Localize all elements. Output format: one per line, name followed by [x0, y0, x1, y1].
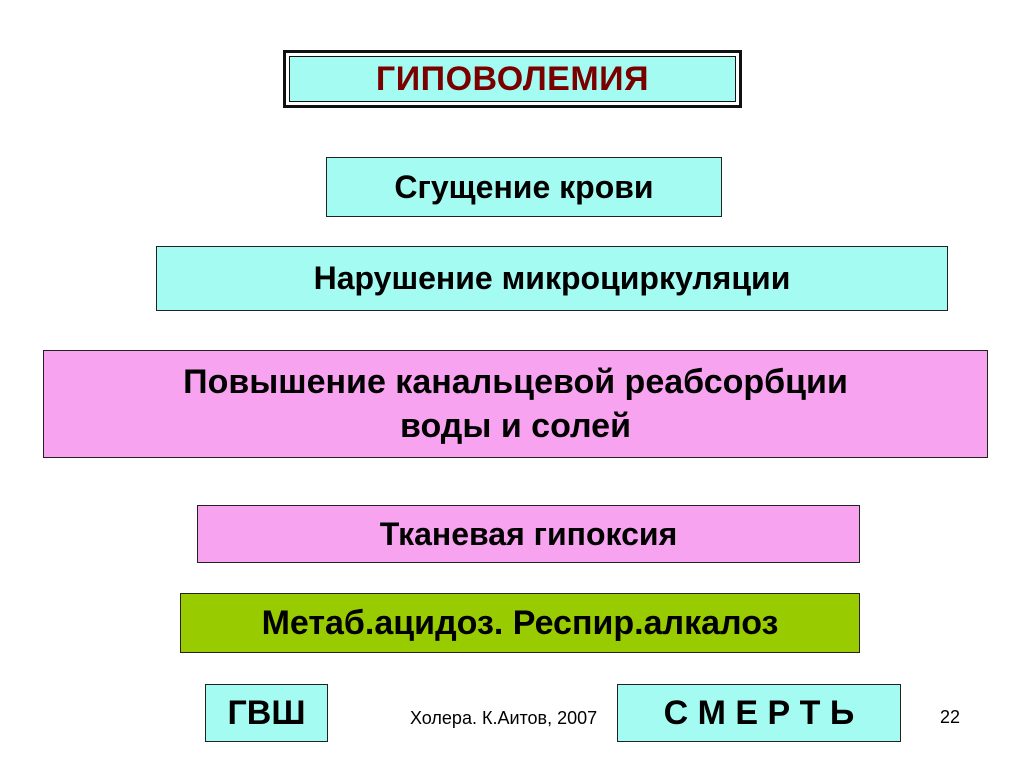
- acidosis-alkalosis-box: Метаб.ацидоз. Респир.алкалоз: [180, 593, 860, 653]
- title-frame: ГИПОВОЛЕМИЯ: [283, 50, 742, 108]
- footer-caption: Холера. К.Аитов, 2007: [410, 708, 598, 728]
- page-number: 22: [940, 707, 961, 727]
- reabsorption-box: Повышение канальцевой реабсорбции воды и…: [43, 350, 988, 458]
- death-label: С М Е Р Т Ь: [663, 693, 855, 732]
- blood-thickening-label: Сгущение крови: [394, 168, 654, 205]
- microcirculation-box: Нарушение микроциркуляции: [156, 246, 948, 311]
- gvsh-label: ГВШ: [227, 693, 306, 732]
- tissue-hypoxia-box: Тканевая гипоксия: [197, 505, 860, 563]
- diagram-title: ГИПОВОЛЕМИЯ: [289, 56, 736, 102]
- blood-thickening-box: Сгущение крови: [326, 157, 722, 217]
- reabsorption-label-line1: Повышение канальцевой реабсорбции: [183, 362, 848, 401]
- tissue-hypoxia-label: Тканевая гипоксия: [379, 515, 678, 552]
- acidosis-alkalosis-label: Метаб.ацидоз. Респир.алкалоз: [261, 603, 779, 642]
- reabsorption-label-line2: воды и солей: [400, 407, 631, 445]
- death-box: С М Е Р Т Ь: [617, 684, 901, 742]
- gvsh-box: ГВШ: [205, 684, 328, 742]
- microcirculation-label: Нарушение микроциркуляции: [313, 260, 791, 296]
